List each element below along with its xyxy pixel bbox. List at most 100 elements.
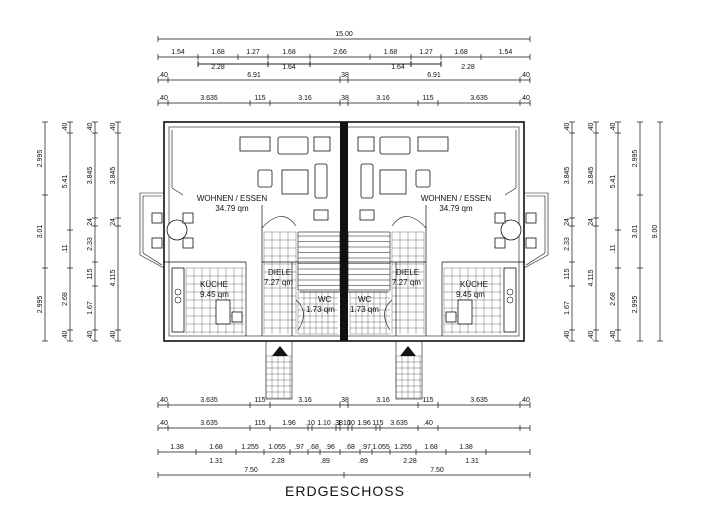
dimension-label: 2.995 <box>37 150 44 168</box>
dimension-label: .40 <box>87 123 94 133</box>
dimension-label: 1.27 <box>246 49 260 56</box>
furniture-right <box>357 136 537 333</box>
room-label-wohnen-right: WOHNEN / ESSEN <box>421 194 491 203</box>
dimension-label: 1.255 <box>394 444 412 451</box>
dimension-label: 1.055 <box>268 444 286 451</box>
dimension-label: 1.255 <box>241 444 259 451</box>
dimension-label: 2.68 <box>62 292 69 306</box>
dimension-label: 4.115 <box>588 269 595 286</box>
dimension-label: 5.41 <box>610 175 617 189</box>
dimension-label: .40 <box>158 72 168 79</box>
dimension-label: 7.50 <box>430 467 444 474</box>
dimension-label: 15.00 <box>335 31 353 38</box>
entrance-arrow-left <box>272 346 288 356</box>
dimension-label: 2.995 <box>632 150 639 168</box>
dimension-label: .40 <box>110 331 117 341</box>
dimension-label: .40 <box>423 420 433 427</box>
dimension-label: 24 <box>564 218 571 226</box>
room-label-wc-left: WC <box>318 295 332 304</box>
dimension-label: 2.995 <box>632 296 639 314</box>
dim-top-row-1: 15.00 <box>157 31 531 42</box>
dim-top-row-3b <box>197 61 442 67</box>
dimension-label: .97 <box>361 444 371 451</box>
dimension-label: .40 <box>588 123 595 133</box>
dimension-label: 3.845 <box>588 167 595 185</box>
dimension-label: 1.67 <box>564 301 571 315</box>
dimension-label: 3.845 <box>110 167 117 185</box>
dimension-label: 1.54 <box>499 49 513 56</box>
staircase-left <box>298 235 340 286</box>
dimension-label: .40 <box>610 123 617 133</box>
dimension-label: 115 <box>254 420 265 427</box>
dimension-label: .11 <box>62 244 69 253</box>
dimension-label: .40 <box>62 331 69 341</box>
dimension-label: 6.91 <box>427 72 441 79</box>
dimension-label: 3.635 <box>390 420 408 427</box>
dimension-label: .40 <box>564 331 571 341</box>
dimension-label: .10 <box>345 420 355 427</box>
room-label-diele-left: DIELE <box>268 268 291 277</box>
dimension-label: 6.91 <box>247 72 261 79</box>
dimension-label: .40 <box>610 331 617 341</box>
drawing-title: ERDGESCHOSS <box>285 483 405 499</box>
dimension-label: 2.33 <box>87 237 94 251</box>
building-outline <box>139 121 549 400</box>
dim-right-col-4: 2.995 3.01 2.995 <box>632 121 643 342</box>
dimension-label: 3.16 <box>376 95 390 102</box>
dimension-label: 2.28 <box>403 458 417 465</box>
dimension-label: .40 <box>158 420 168 427</box>
dimension-label: 3.845 <box>564 167 571 185</box>
dimension-label: 115 <box>422 397 433 404</box>
dimension-label: .96 <box>325 444 335 451</box>
dimension-label: .40 <box>158 95 168 102</box>
dimension-label: .40 <box>588 331 595 341</box>
dimension-label: 3.01 <box>632 225 639 239</box>
dimension-label: 1.68 <box>211 49 225 56</box>
dimension-label: .38 <box>333 420 343 427</box>
dimension-label: 1.64 <box>391 64 405 71</box>
floor-tiles <box>185 231 502 399</box>
room-area-diele-left: 7.27 qm <box>264 278 293 287</box>
dimension-label: .38 <box>339 72 349 79</box>
dimension-label: 3.635 <box>200 95 218 102</box>
dimension-label: .11 <box>610 244 617 253</box>
dimension-label: 1.64 <box>282 64 296 71</box>
dimension-label: .40 <box>520 95 530 102</box>
dimension-label: .40 <box>110 123 117 133</box>
dimension-label: .40 <box>520 397 530 404</box>
dim-left-col-2: .405.41.112.68.40 <box>62 121 73 342</box>
dimension-label: 3.16 <box>298 397 312 404</box>
dimension-label: 2.28 <box>461 64 475 71</box>
entrance-arrow-right <box>400 346 416 356</box>
dimension-label: 115 <box>564 268 571 279</box>
room-area-wohnen-left: 34.79 qm <box>215 204 249 213</box>
room-label-kuche-left: KÜCHE <box>200 280 228 289</box>
dimension-label: 9.00 <box>652 225 659 239</box>
staircase-right <box>348 235 390 286</box>
dimension-label: 3.635 <box>200 420 218 427</box>
dimension-label: 115 <box>254 95 265 102</box>
room-label-diele-right: DIELE <box>396 268 419 277</box>
room-area-wohnen-right: 34.79 qm <box>439 204 473 213</box>
room-label-wohnen-left: WOHNEN / ESSEN <box>197 194 267 203</box>
dimension-label: 1.38 <box>459 444 473 451</box>
room-area-kuche-right: 9.45 qm <box>456 290 485 299</box>
dimension-label: 1.055 <box>372 444 390 451</box>
room-area-diele-right: 7.27 qm <box>392 278 421 287</box>
dimension-label: .38 <box>339 397 349 404</box>
dimension-label: 24 <box>87 218 94 226</box>
dimension-label: .38 <box>339 95 349 102</box>
dimension-label: 1.96 <box>357 420 371 427</box>
